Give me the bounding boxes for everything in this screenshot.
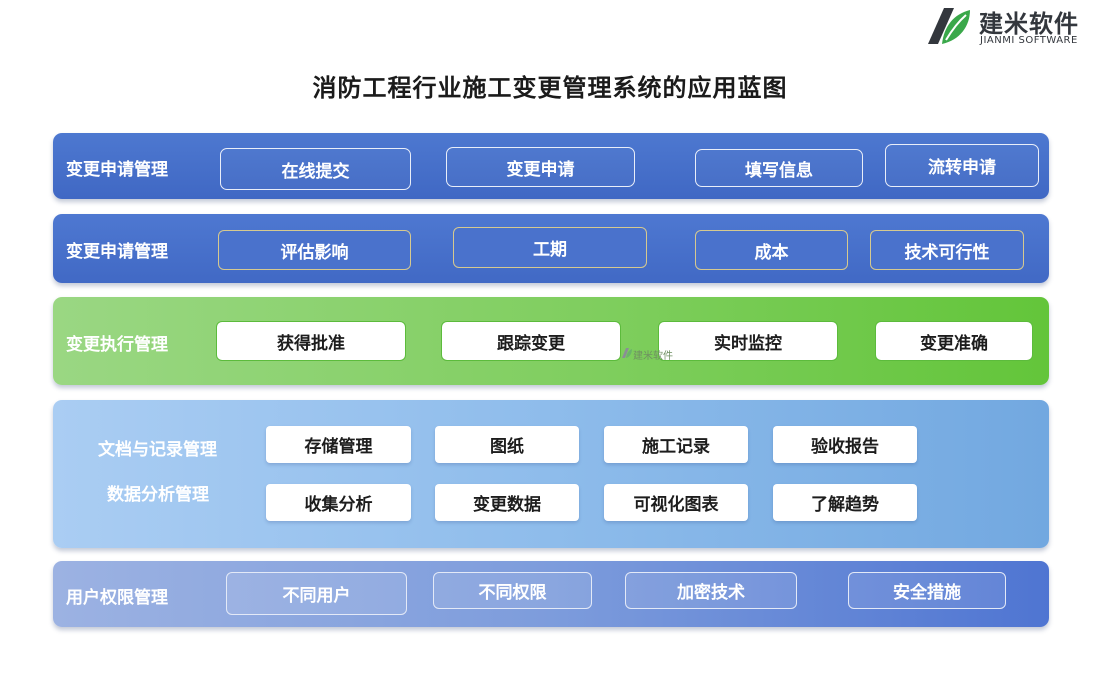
logo-chinese-text: 建米软件 bbox=[979, 10, 1079, 38]
watermark-text: 建米软件 bbox=[633, 351, 673, 362]
logo-english-text: JIANMI SOFTWARE bbox=[980, 35, 1078, 46]
node-storage-management: 存储管理 bbox=[266, 426, 411, 463]
row-label: 变更执行管理 bbox=[66, 335, 168, 355]
node-different-permissions: 不同权限 bbox=[433, 572, 592, 609]
node-track-change: 跟踪变更 bbox=[441, 321, 621, 361]
row-document-data bbox=[53, 400, 1049, 548]
node-technical-feasibility: 技术可行性 bbox=[870, 230, 1024, 270]
node-circulate-request: 流转申请 bbox=[885, 144, 1039, 187]
node-get-approval: 获得批准 bbox=[216, 321, 406, 361]
node-drawings: 图纸 bbox=[435, 426, 579, 463]
row-change-application bbox=[53, 133, 1049, 199]
brand-logo: 建米软件 JIANMI SOFTWARE bbox=[924, 4, 1100, 48]
node-understand-trends: 了解趋势 bbox=[773, 484, 917, 521]
node-change-accurate: 变更准确 bbox=[875, 321, 1033, 361]
node-cost: 成本 bbox=[695, 230, 848, 270]
node-online-submit: 在线提交 bbox=[220, 148, 411, 190]
node-schedule: 工期 bbox=[453, 227, 647, 268]
node-assess-impact: 评估影响 bbox=[218, 230, 411, 270]
node-collect-analyze: 收集分析 bbox=[266, 484, 411, 521]
node-acceptance-report: 验收报告 bbox=[773, 426, 917, 463]
node-fill-info: 填写信息 bbox=[695, 149, 863, 187]
node-security-measures: 安全措施 bbox=[848, 572, 1006, 609]
row-label: 用户权限管理 bbox=[66, 588, 168, 608]
leaf-logo-icon bbox=[928, 8, 970, 44]
node-different-users: 不同用户 bbox=[226, 572, 407, 615]
row-label-data-analysis: 数据分析管理 bbox=[107, 485, 209, 505]
node-construction-record: 施工记录 bbox=[604, 426, 748, 463]
watermark: 建米软件 bbox=[621, 347, 673, 362]
node-change-request: 变更申请 bbox=[446, 147, 635, 187]
page-title: 消防工程行业施工变更管理系统的应用蓝图 bbox=[312, 74, 788, 102]
row-label: 变更申请管理 bbox=[66, 160, 168, 180]
node-visual-charts: 可视化图表 bbox=[604, 484, 748, 521]
row-label: 变更申请管理 bbox=[66, 242, 168, 262]
watermark-leaf-icon bbox=[622, 348, 632, 358]
node-encryption: 加密技术 bbox=[625, 572, 797, 609]
node-realtime-monitor: 实时监控 bbox=[658, 321, 838, 361]
row-label-documents: 文档与记录管理 bbox=[98, 440, 217, 460]
node-change-data: 变更数据 bbox=[435, 484, 579, 521]
